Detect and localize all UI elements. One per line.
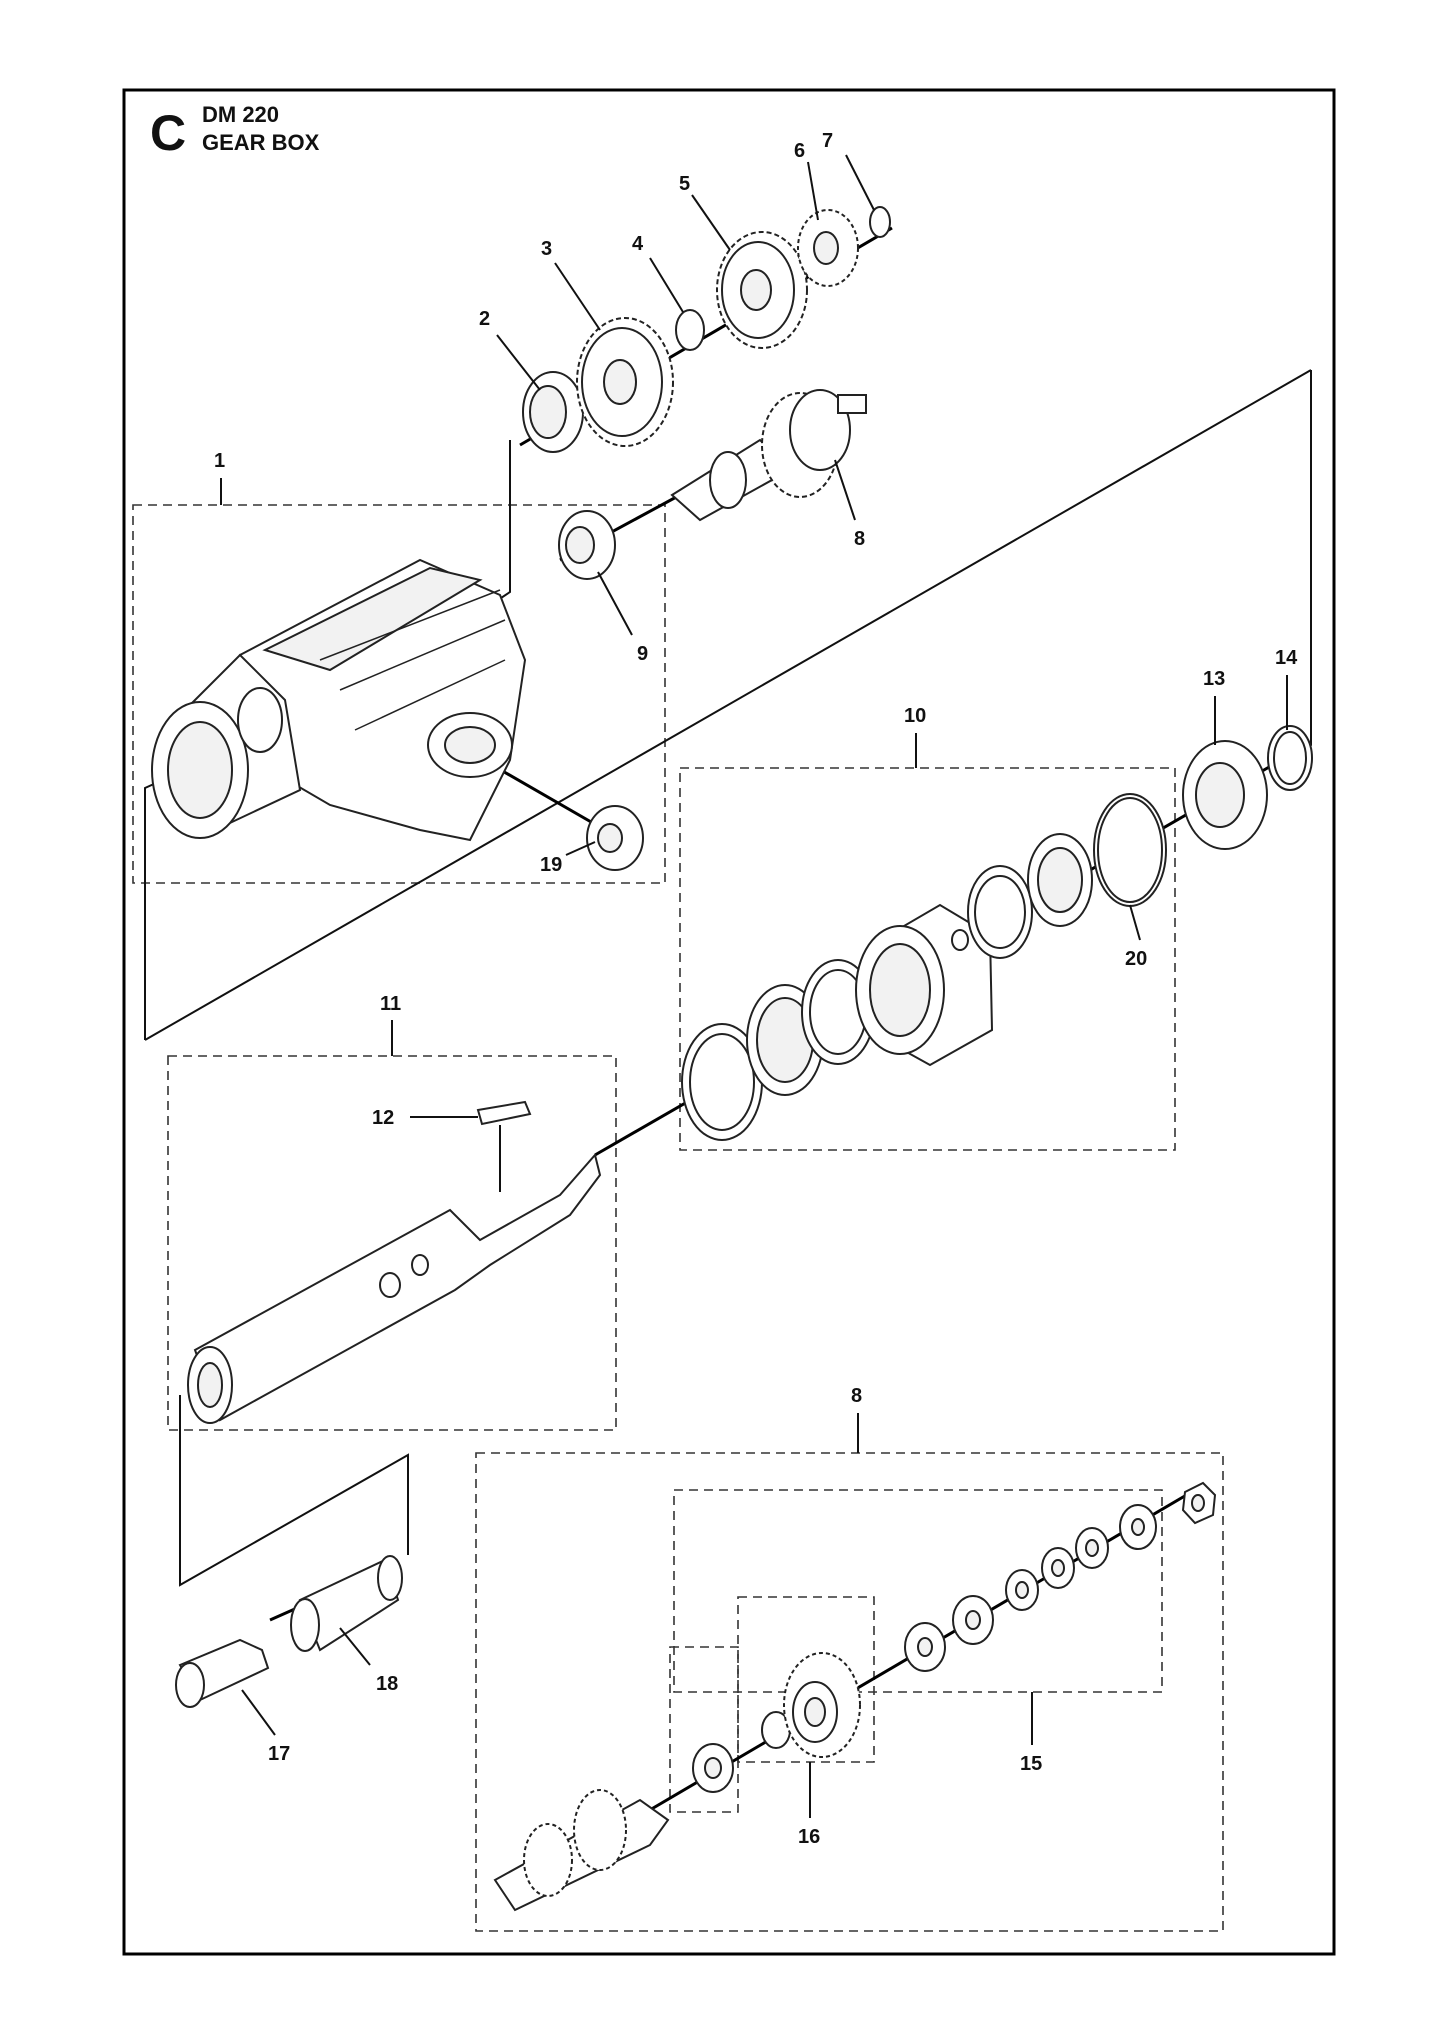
leader-label-17	[241, 1689, 276, 1736]
group-box-8	[475, 1452, 1224, 1932]
leader-label-5	[691, 194, 731, 251]
part-10-ring-b	[967, 865, 1033, 959]
callout-12: 12	[372, 1107, 394, 1129]
callout-2: 2	[479, 308, 490, 330]
section-letter: C	[150, 105, 186, 161]
part-10-washer	[801, 959, 875, 1065]
part-13-bearing	[1182, 740, 1268, 850]
part-8-shaft-lower	[493, 1789, 670, 1912]
group-box-16-inner	[669, 1646, 739, 1813]
callout-16: 16	[798, 1826, 820, 1848]
callout-20: 20	[1125, 948, 1147, 970]
part-3-gear	[576, 317, 674, 447]
page-frame	[122, 88, 1336, 1956]
leader-label-2	[496, 334, 541, 391]
callout-17: 17	[268, 1743, 290, 1765]
leader-label-9	[597, 571, 633, 636]
group-box-15	[673, 1489, 1163, 1693]
leader-label-7	[845, 154, 875, 211]
callout-8: 8	[854, 528, 865, 550]
part-9-bearing	[558, 510, 616, 580]
callout-18: 18	[376, 1673, 398, 1695]
part-18-sleeve	[290, 1555, 403, 1652]
callout-19: 19	[540, 854, 562, 876]
part-10-sleeve	[855, 903, 994, 1067]
part-15-stack	[904, 1504, 1157, 1672]
part-20-oring	[1093, 793, 1167, 907]
gearbox-housing	[151, 558, 527, 842]
leader-18	[179, 1395, 409, 1587]
part-12-key	[476, 1100, 532, 1126]
callout-5: 5	[679, 173, 690, 195]
part-10-circlip	[681, 1023, 763, 1141]
part-5-gear	[716, 231, 808, 349]
callout-6: 6	[794, 140, 805, 162]
leader-label-19	[565, 841, 596, 856]
part-10-ring-c	[1027, 833, 1093, 927]
part-6-gear	[797, 209, 859, 287]
part-16-washer	[692, 1743, 734, 1793]
callout-8-group: 8	[851, 1385, 862, 1407]
leader-label-20	[1129, 904, 1141, 941]
assembly-line-14	[1299, 370, 1312, 751]
callout-11: 11	[380, 993, 401, 1015]
group-box-11	[167, 1055, 617, 1431]
part-4-circlip	[675, 309, 705, 351]
group-box-1	[132, 504, 666, 884]
leader-label-18	[339, 1627, 371, 1666]
model-name: DM 220	[202, 102, 279, 127]
assembly-line-diagonal	[144, 369, 1312, 1041]
part-8-nut	[1181, 1481, 1217, 1525]
part-8-shaft	[670, 389, 867, 522]
leader-label-4	[649, 257, 684, 313]
leader-label-6	[807, 161, 819, 221]
callout-1: 1	[214, 450, 225, 472]
leader-label-8	[834, 459, 856, 521]
part-19-selector	[586, 805, 644, 871]
callout-13: 13	[1203, 668, 1225, 690]
part-7-circlip	[869, 206, 891, 238]
part-17-bit-adapter	[175, 1638, 270, 1708]
callout-10: 10	[904, 705, 926, 727]
callout-9: 9	[637, 643, 648, 665]
part-16-gear	[783, 1652, 861, 1758]
callout-7: 7	[822, 130, 833, 152]
group-box-10	[679, 767, 1176, 1151]
part-11-spindle	[187, 1152, 602, 1424]
part-14-circlip	[1267, 725, 1313, 791]
callout-3: 3	[541, 238, 552, 260]
leader-2	[497, 440, 511, 601]
leader-label-3	[554, 262, 601, 331]
diagram-title: GEAR BOX	[202, 130, 320, 155]
callout-14: 14	[1275, 647, 1298, 669]
callout-4: 4	[632, 233, 644, 255]
part-2-seal	[522, 371, 584, 453]
callout-15: 15	[1020, 1753, 1042, 1775]
